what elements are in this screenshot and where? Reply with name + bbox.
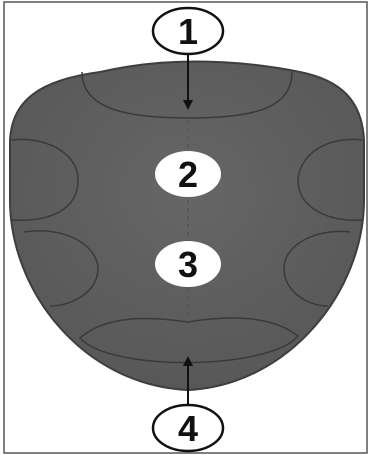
callout-1-label: 1: [178, 11, 198, 52]
callout-2-label: 2: [178, 154, 198, 195]
callout-4: 4: [153, 405, 223, 451]
callout-1: 1: [153, 8, 223, 54]
callout-2: 2: [155, 151, 221, 197]
callout-3: 3: [155, 241, 221, 287]
body-shape: [10, 62, 364, 391]
callout-4-label: 4: [178, 408, 198, 449]
callout-3-label: 3: [178, 244, 198, 285]
